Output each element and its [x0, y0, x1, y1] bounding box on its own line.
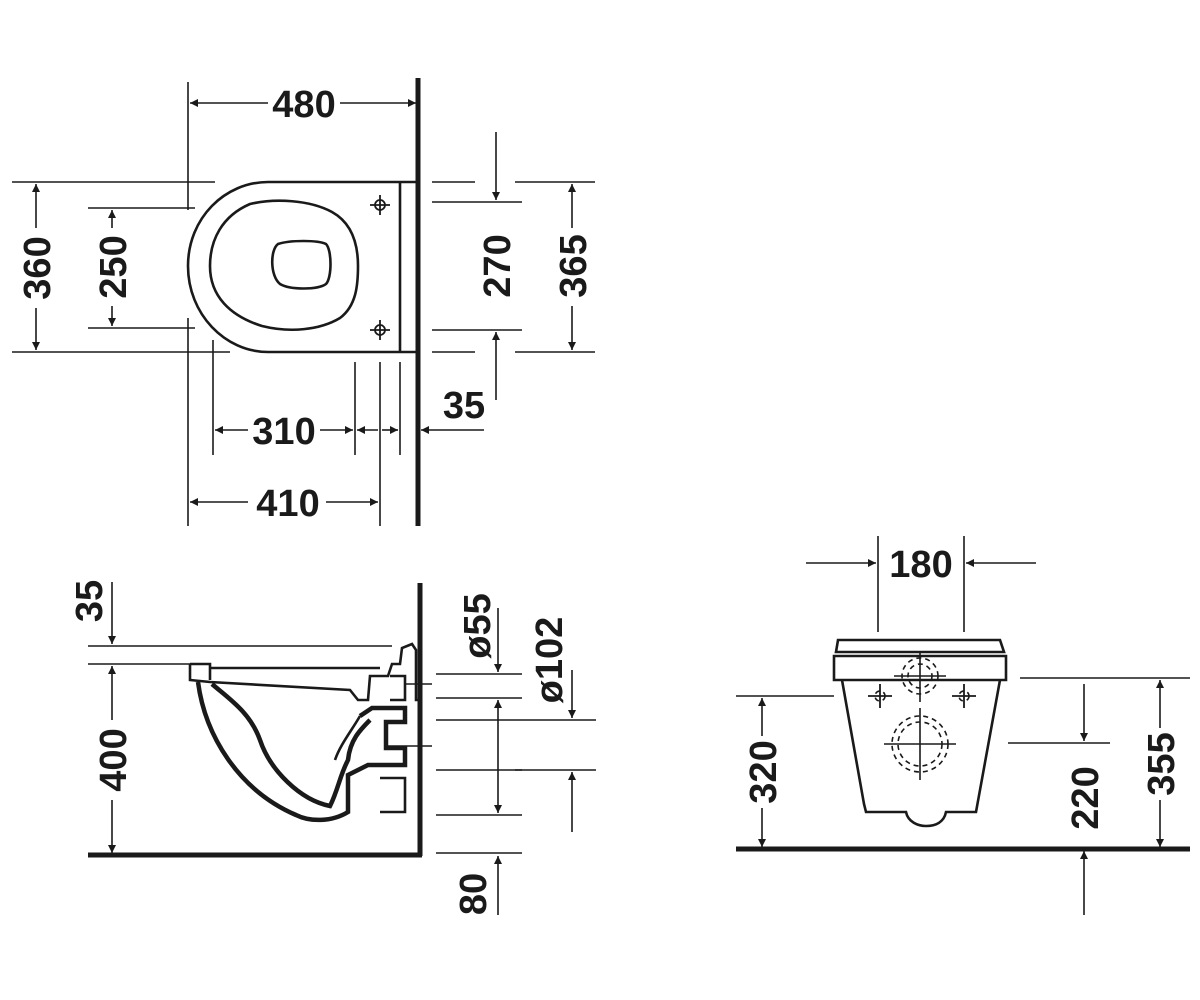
side-view: 35 400 ø55 ø102 80 [69, 580, 596, 915]
dim-35-side-label: 35 [69, 580, 111, 622]
mounting-plate [398, 180, 418, 354]
front-fixing-left [868, 684, 892, 708]
front-fixing-right [952, 684, 976, 708]
dim-dia102-label: ø102 [529, 617, 571, 704]
bowl-side-outline [195, 681, 408, 823]
dim-250-label: 250 [93, 235, 135, 298]
seat-outline [188, 642, 420, 702]
front-seat-top [834, 638, 1006, 654]
mounting-hole-lower [370, 320, 390, 340]
front-view: 180 320 220 355 [736, 536, 1190, 915]
front-upper-inlet [894, 652, 946, 702]
dim-80-label: 80 [453, 873, 495, 915]
dim-270-label: 270 [477, 234, 519, 297]
dim-320-label: 320 [743, 740, 785, 803]
dim-310-label: 310 [252, 411, 315, 453]
dim-dia55-label: ø55 [457, 593, 499, 658]
front-bowl-body [840, 679, 1002, 828]
dim-220-label: 220 [1065, 766, 1107, 829]
dim-400-label: 400 [93, 728, 135, 791]
front-rim-band [832, 654, 1008, 682]
bowl-inner-opening [270, 239, 332, 290]
dim-35-top-label: 35 [443, 385, 485, 427]
mounting-hole-upper [370, 195, 390, 215]
dim-180-label: 180 [889, 544, 952, 586]
dim-355-label: 355 [1141, 732, 1183, 795]
dim-360-label: 360 [17, 236, 59, 299]
dim-410-label: 410 [256, 483, 319, 525]
dim-365-label: 365 [553, 234, 595, 297]
top-view: 480 360 250 270 365 310 35 410 [12, 78, 595, 526]
dim-480-label: 480 [272, 84, 335, 126]
bowl-inner-rim [208, 199, 360, 331]
front-lower-outlet [884, 708, 956, 780]
bowl-outer-outline [186, 180, 400, 354]
